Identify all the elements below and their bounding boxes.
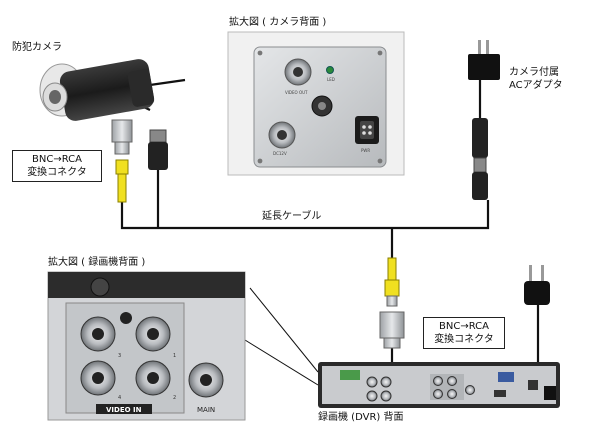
camera-adapter-label-line2: ACアダプタ (509, 80, 563, 91)
bnc-rca-callout-bottom-line2: 変換コネクタ (434, 334, 494, 345)
main-label: MAIN (197, 406, 215, 414)
recorder-back-zoom-label: 拡大図 ( 録画機背面 ) (48, 257, 146, 268)
dvr-back-label: 録画機 (DVR) 背面 (318, 412, 404, 423)
camera-video-out-label: VIDEO OUT (285, 90, 308, 95)
camera-back-zoom-label: 拡大図 ( カメラ背面 ) (229, 17, 327, 28)
camera-adapter-label: カメラ付属 ACアダプタ (509, 66, 563, 92)
camera-adapter-label-line1: カメラ付属 (509, 67, 559, 78)
bnc-rca-connector-top (111, 119, 133, 203)
bnc-rca-callout-top: BNC→RCA 変換コネクタ (12, 150, 102, 182)
bnc-rca-callout-bottom: BNC→RCA 変換コネクタ (423, 317, 505, 349)
video-in-label: VIDEO IN (106, 406, 142, 414)
camera-back-zoom-image: VIDEO OUT LED DC12V PWR (227, 31, 405, 176)
extension-cable-line (120, 200, 490, 230)
bnc-rca-callout-top-line1: BNC→RCA (32, 154, 82, 165)
camera-pwr-label: PWR (361, 148, 370, 153)
ch-label-1: 1 (173, 353, 176, 359)
dc-plug-top (148, 129, 168, 170)
ac-adapter-image (468, 40, 500, 200)
ch-label-4: 4 (118, 395, 121, 401)
extension-cable-label: 延長ケーブル (262, 211, 322, 222)
recorder-back-zoom-image: VIDEO IN MAIN 3 1 4 2 (47, 271, 246, 421)
bnc-rca-callout-top-line2: 変換コネクタ (27, 167, 87, 178)
dvr-back-image (318, 362, 560, 408)
power-plug-image (524, 265, 550, 305)
security-camera-image (39, 59, 155, 121)
bnc-rca-callout-bottom-line1: BNC→RCA (439, 321, 489, 332)
ch-label-3: 3 (118, 353, 121, 359)
bnc-rca-connector-bottom (379, 257, 405, 349)
camera-led-label: LED (327, 77, 335, 82)
ch-label-2: 2 (173, 395, 176, 401)
camera-dc12v-label: DC12V (273, 151, 287, 156)
security-camera-label: 防犯カメラ (12, 42, 62, 53)
